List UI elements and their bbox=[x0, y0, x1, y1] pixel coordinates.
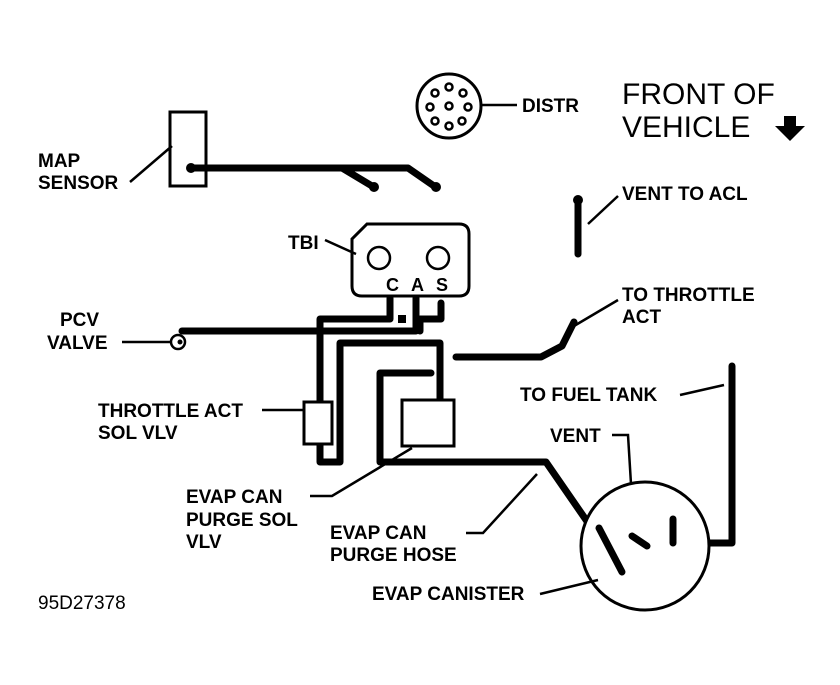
to-throttle-act-label-line1: TO THROTTLE bbox=[622, 285, 755, 306]
throttle-act-sol-vlv bbox=[302, 400, 334, 446]
tbi-port-c-label: C bbox=[386, 275, 399, 295]
vent-to-acl-label: VENT TO ACL bbox=[622, 184, 748, 205]
figure-code: 95D27378 bbox=[38, 593, 126, 614]
distr-label: DISTR bbox=[522, 96, 579, 117]
tbi-unit bbox=[350, 222, 471, 298]
to-throttle-act-label-line2: ACT bbox=[622, 307, 661, 328]
tbi-hoses bbox=[178, 294, 626, 576]
map-sensor-label-line1: MAP bbox=[38, 151, 81, 172]
purge-sol-vlv-label-line1: EVAP CAN bbox=[186, 487, 282, 508]
pcv-valve-label-line2: VALVE bbox=[47, 333, 108, 354]
tbi-label: TBI bbox=[288, 233, 319, 254]
vent-label: VENT bbox=[550, 426, 601, 447]
evap-can-purge-sol-vlv bbox=[400, 398, 456, 448]
to-fuel-tank-leader-line bbox=[679, 383, 725, 397]
evap-canister-label: EVAP CANISTER bbox=[372, 584, 525, 605]
map-sensor bbox=[168, 110, 208, 188]
throttle-act-sol-vlv-label-line2: SOL VLV bbox=[98, 423, 178, 444]
map-sensor-label-line2: SENSOR bbox=[38, 173, 119, 194]
vent-to-acl-leader-line bbox=[587, 195, 619, 225]
purge-sol-vlv-label-line3: VLV bbox=[186, 532, 222, 553]
pcv-valve-label-line1: PCV bbox=[60, 310, 99, 331]
purge-sol-vlv-label-line2: PURGE SOL bbox=[186, 510, 298, 531]
purge-hose-leader-line bbox=[466, 473, 538, 535]
front-of-vehicle-line1: FRONT OF bbox=[622, 78, 775, 111]
purge-hose-label-line1: EVAP CAN bbox=[330, 523, 426, 544]
tbi-bore-left bbox=[366, 245, 392, 271]
evap-canister-leader-line bbox=[539, 578, 599, 596]
tbi-port-s-label: S bbox=[436, 275, 448, 295]
tbi-port-a-label: A bbox=[411, 275, 424, 295]
map-sensor-hose bbox=[186, 163, 441, 192]
to-throttle-act-leader-line bbox=[573, 298, 619, 328]
tbi-leader-line bbox=[324, 238, 357, 256]
to-fuel-tank-label: TO FUEL TANK bbox=[520, 385, 658, 406]
purge-hose-label-line2: PURGE HOSE bbox=[330, 545, 457, 566]
map-sensor-leader-line bbox=[129, 145, 173, 183]
front-of-vehicle-line2: VEHICLE bbox=[622, 111, 750, 144]
purge-sol-vlv-leader-line bbox=[310, 446, 413, 498]
pcv-valve bbox=[169, 333, 187, 351]
throttle-act-sol-vlv-label-line1: THROTTLE ACT bbox=[98, 401, 243, 422]
down-arrow-icon bbox=[775, 116, 805, 141]
tbi-bore-right bbox=[425, 245, 451, 271]
distributor-icon bbox=[415, 72, 483, 140]
